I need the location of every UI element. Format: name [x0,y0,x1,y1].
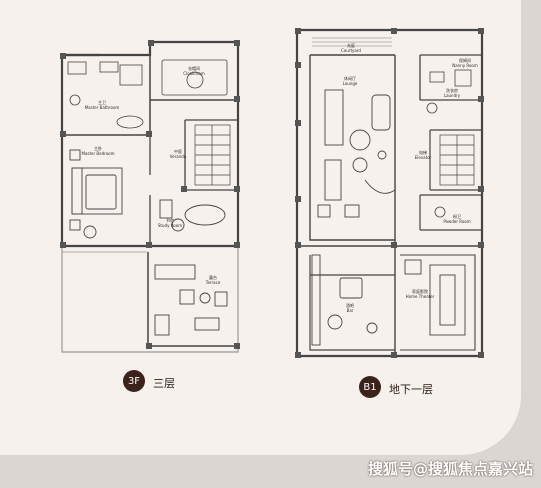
label-b1-nanny-room-en: Nanny Room [452,63,478,68]
watermark-text: 搜狐号@搜狐焦点嘉兴站 [367,460,533,478]
label-b1-bar-cn: 酒吧 [346,302,354,308]
plan-card [0,0,521,455]
label-3f-veranda-en: Veranda [170,154,187,159]
label-b1-nanny-room-cn: 保姆间 [459,57,471,63]
label-3f-master-bathroom-cn: 主卫 [98,99,106,105]
label-b1-courtyard-cn: 光庭 [347,42,355,48]
floor-name-3f: 三层 [153,377,175,390]
label-b1-home-theater-cn: 家庭影院 [412,288,428,294]
floor-badge-3f: 3F [123,370,145,392]
plan-b1 [295,28,484,358]
label-3f-master-bedroom-cn: 主卧 [94,145,102,151]
plan-3f [60,40,240,353]
label-b1-elevator-cn: 电梯 [419,149,427,155]
label-3f-terrace-cn: 露台 [209,274,217,280]
label-3f-veranda-cn: 中庭 [174,148,182,154]
label-b1-home-theater-en: Home Theater [406,294,435,299]
floor-badge-b1: B1 [359,376,381,398]
label-3f-cloakroom-en: Cloakroom [183,71,205,76]
label-3f-terrace-en: Terrace [205,280,221,285]
label-3f-master-bedroom-en: Master Bedroom [81,151,114,156]
label-b1-lounge-cn: 休闲厅 [344,75,356,81]
label-b1-laundry-en: Laundry [444,93,461,98]
label-b1-courtyard-en: Courtyard [341,48,361,53]
label-b1-powder-room-en: Powder Room [443,219,470,224]
label-3f-master-bathroom-en: Master Bathroom [85,105,120,110]
label-3f-cloakroom-cn: 衣帽间 [188,65,200,71]
label-b1-lounge-en: Lounge [343,81,358,86]
floor-name-b1: 地下一层 [389,383,433,396]
label-3f-study-room-cn: 书房 [166,217,174,223]
label-3f-study-room-en: Study Room [158,223,182,228]
label-b1-bar-en: Bar [347,308,354,313]
label-b1-laundry-cn: 洗衣房 [446,87,458,93]
label-b1-elevator-en: Elevator [415,155,432,160]
label-b1-powder-room-cn: 粉卫 [453,213,461,219]
